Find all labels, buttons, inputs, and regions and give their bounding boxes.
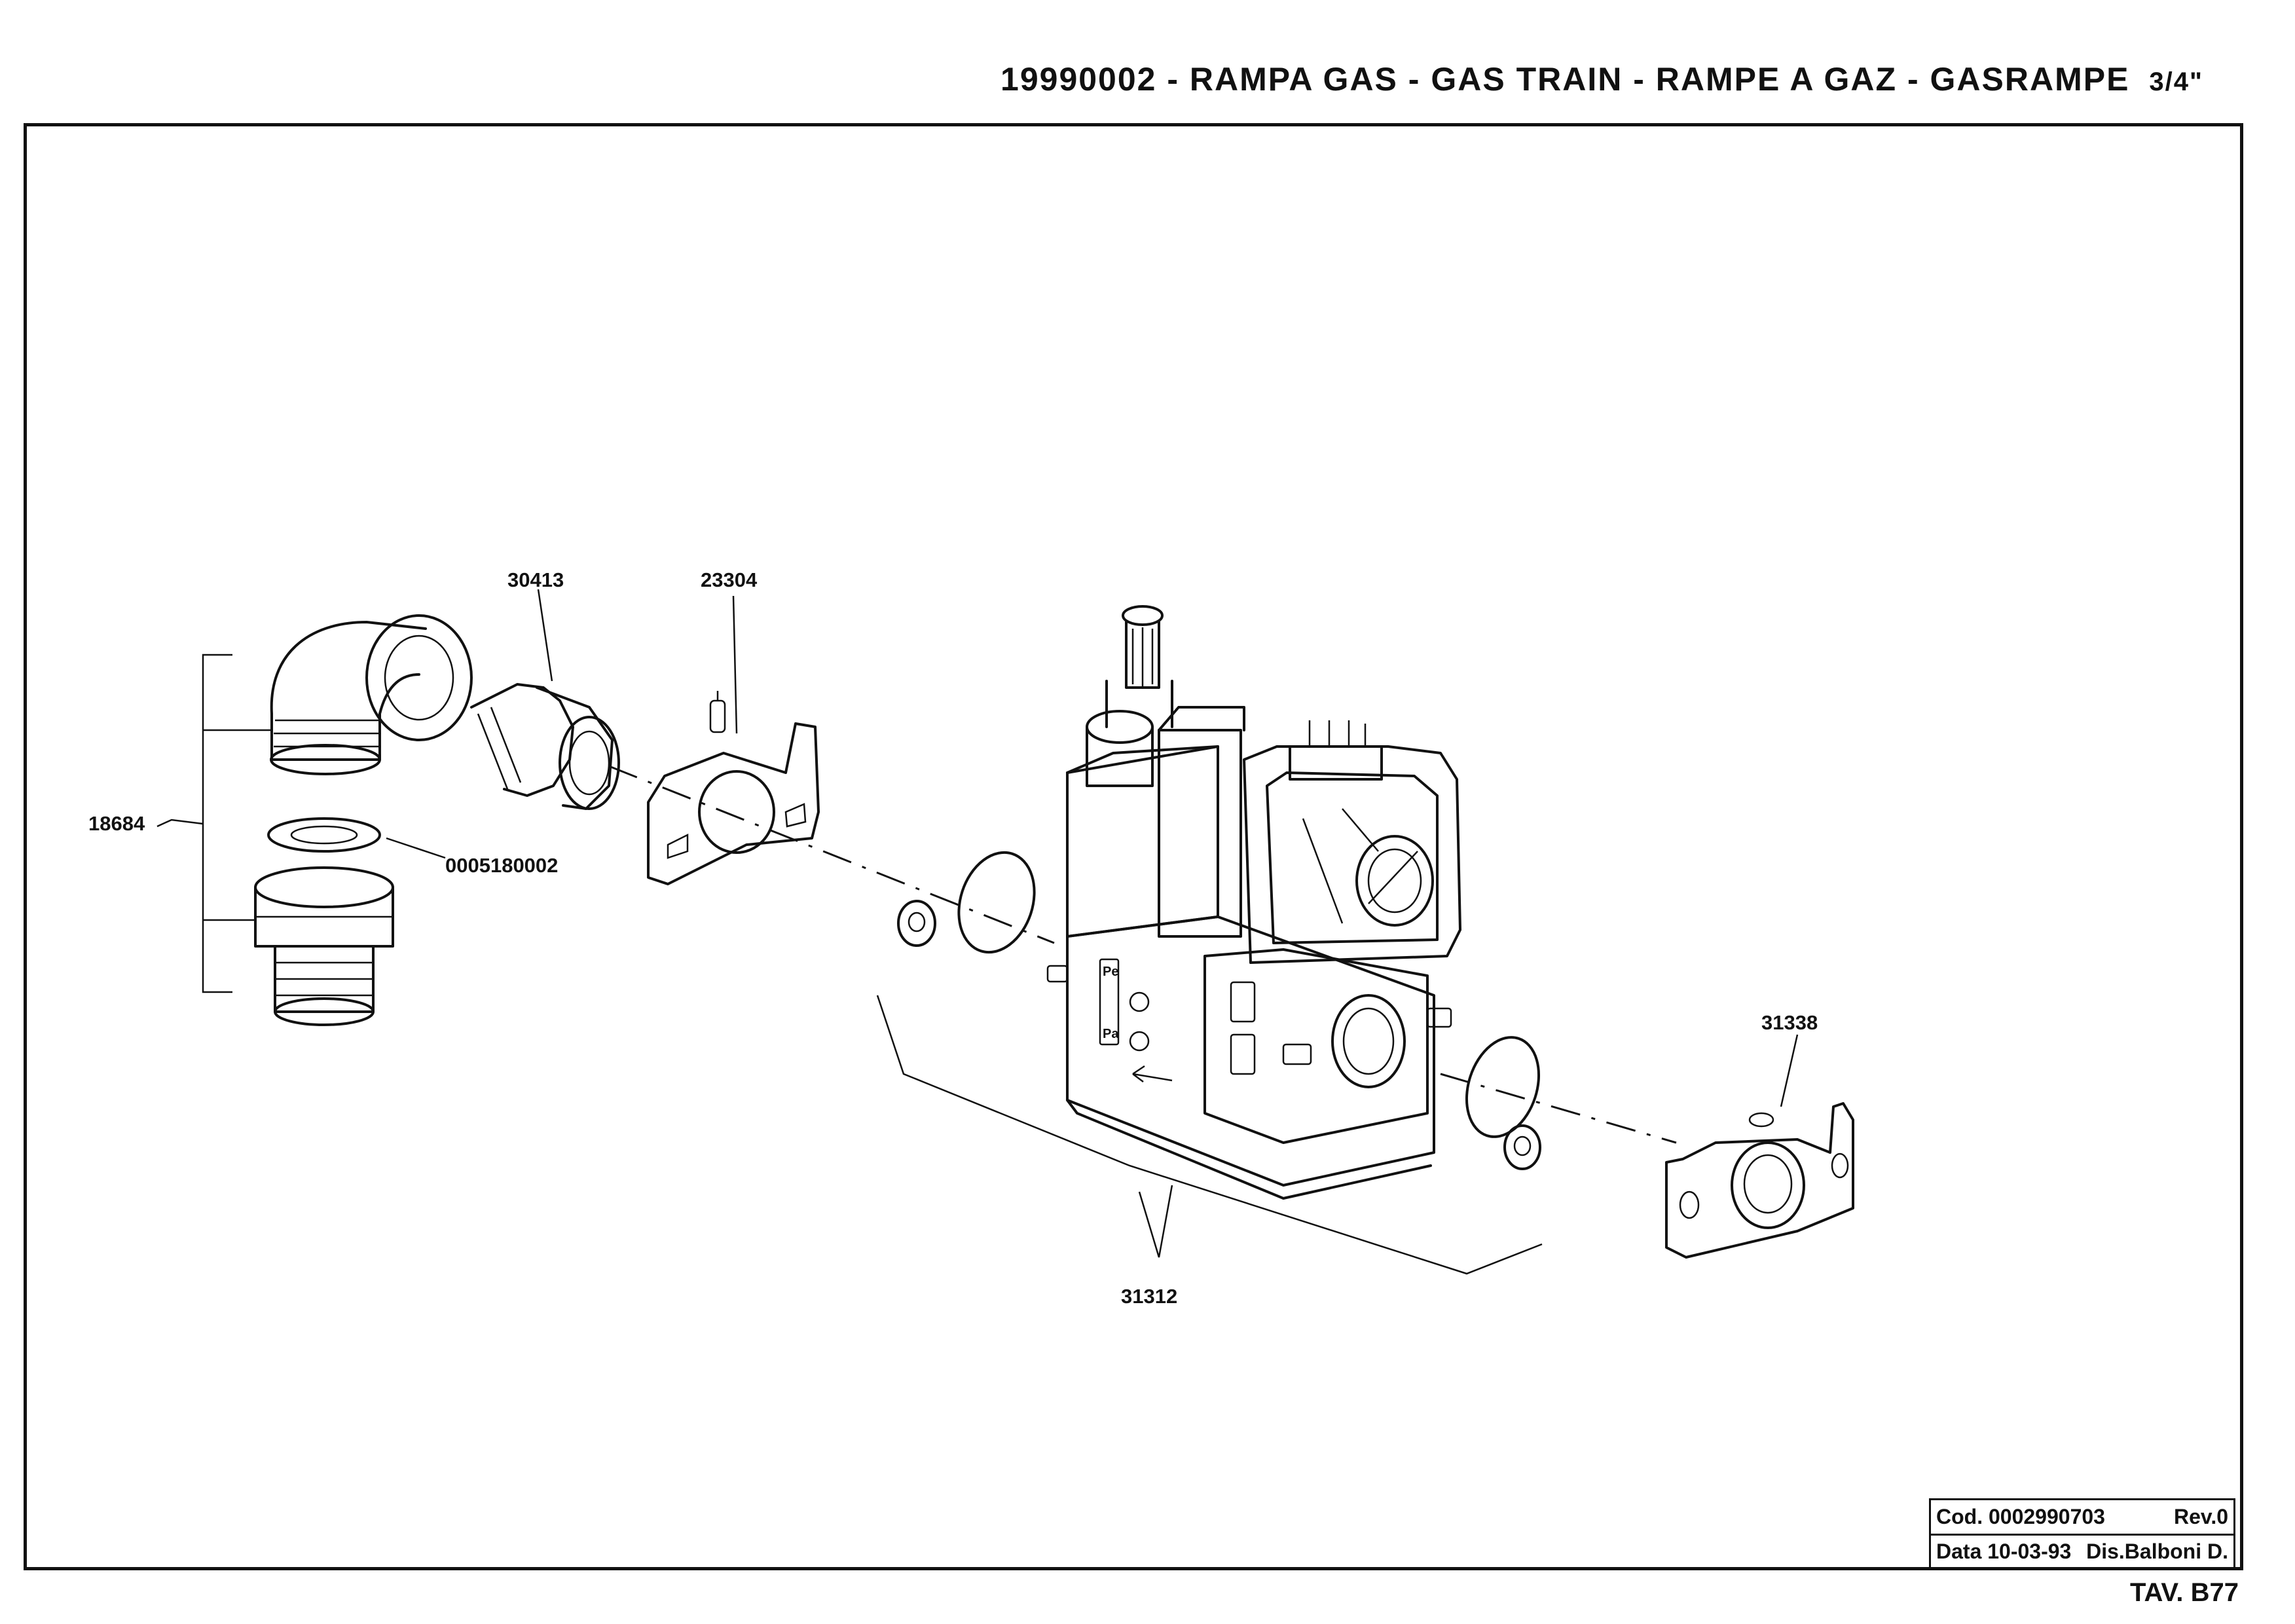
date-value: 10-03-93 [1987, 1539, 2072, 1563]
code-label: Cod. [1936, 1505, 1983, 1528]
callout-0005180002: 0005180002 [445, 854, 558, 877]
callout-30413: 30413 [507, 568, 564, 591]
callout-18684: 18684 [88, 812, 145, 835]
code-field: Cod. 0002990703 [1936, 1505, 2105, 1529]
group-bracket [156, 654, 272, 993]
drawn-by: Dis.Balboni D. [2086, 1539, 2228, 1563]
date-field: Data 10-03-93 [1936, 1540, 2071, 1564]
nut-outlet [1503, 1124, 1541, 1170]
valve-marking-pa: Pa [1103, 1027, 1119, 1041]
title-block-date-row: Data 10-03-93 Dis.Balboni D. [1931, 1534, 2233, 1567]
inlet-flange [647, 691, 820, 885]
code-value: 0002990703 [1988, 1505, 2105, 1528]
pipe-size-label: 3/4" [2149, 67, 2203, 96]
nut-inlet [897, 900, 936, 947]
svg-text:Pe: Pe [1103, 965, 1118, 979]
callout-23304: 23304 [701, 568, 758, 591]
callout-31338: 31338 [1761, 1011, 1818, 1034]
title-block: Cod. 0002990703 Rev.0 Data 10-03-93 Dis.… [1929, 1498, 2235, 1569]
date-label: Data [1936, 1539, 1982, 1563]
leader-lines [386, 589, 1799, 1107]
valve-marking-pe: Pe [1103, 965, 1118, 979]
gas-valve-body [1046, 605, 1461, 1200]
callout-31312: 31312 [1121, 1285, 1177, 1308]
hex-nipple [470, 683, 620, 810]
sealing-gasket [267, 817, 381, 853]
sheet-number: TAV. B77 [2130, 1578, 2239, 1607]
o-ring-inlet [957, 851, 1036, 954]
revision: Rev.0 [2173, 1505, 2228, 1528]
svg-text:Pa: Pa [1103, 1027, 1119, 1041]
elbow-fitting [270, 614, 473, 775]
title-block-code-row: Cod. 0002990703 Rev.0 [1931, 1500, 2233, 1534]
sheet-title: 19990002 - RAMPA GAS - GAS TRAIN - RAMPE… [1001, 60, 2203, 98]
assembly-axis [608, 765, 1677, 1144]
sheet-title-text: 19990002 - RAMPA GAS - GAS TRAIN - RAMPE… [1001, 61, 2130, 98]
union-fitting [254, 866, 394, 1026]
o-ring-outlet [1465, 1036, 1541, 1138]
drawing-frame [24, 123, 2243, 1570]
valve-bracket [876, 995, 1543, 1275]
outlet-flange [1665, 1102, 1854, 1259]
